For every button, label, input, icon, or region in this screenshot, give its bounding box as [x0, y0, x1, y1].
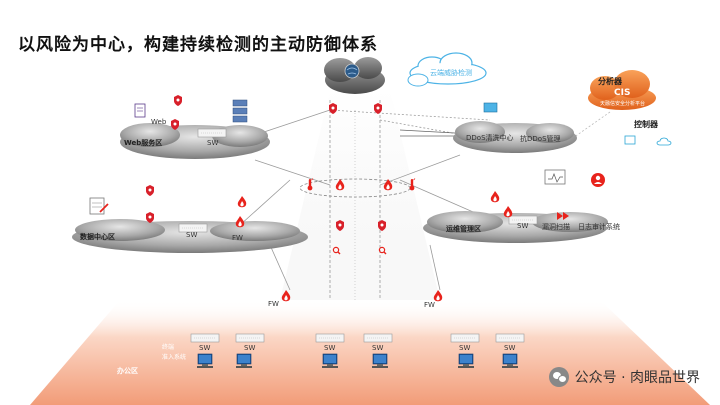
- datacenter-zone-cloud: [72, 219, 308, 253]
- ddos-center-label: DDoS清洗中心: [466, 134, 514, 142]
- ddos-device-icon: [483, 102, 498, 113]
- sw-label: SW: [324, 344, 336, 352]
- sw-label: SW: [207, 139, 219, 147]
- shield-icon: [146, 185, 154, 196]
- log-audit-label: 日志审计系统: [578, 223, 620, 231]
- zone-ops: 运维管理区: [446, 225, 481, 233]
- internet-cloud: [324, 57, 385, 94]
- wechat-icon: [548, 367, 569, 387]
- zone-office: 办公区: [117, 367, 138, 375]
- fw-icon: [237, 196, 247, 208]
- user-alert-icon: [591, 173, 605, 187]
- monitor-pulse-icon: [544, 169, 566, 185]
- controller-icons: [624, 135, 672, 146]
- fw-label: FW: [424, 301, 435, 309]
- fw-icon: [235, 216, 245, 228]
- analyzer-label: 分析器: [598, 77, 622, 86]
- web-label: Web: [151, 118, 167, 126]
- ops-zone-cloud: [423, 211, 608, 243]
- sw-label: SW: [504, 344, 516, 352]
- web-switch: [197, 128, 227, 138]
- zone-data-center: 数据中心区: [80, 233, 115, 241]
- sw-label: SW: [517, 222, 529, 230]
- vuln-scan-icon: [557, 212, 569, 220]
- edit-document-icon: [89, 197, 109, 215]
- terminal2-label: 准入系统: [162, 354, 187, 361]
- document-icon: [134, 103, 146, 118]
- fw-label: FW: [232, 234, 243, 242]
- zone-web: Web服务区: [124, 139, 163, 147]
- sw-label: SW: [199, 344, 211, 352]
- ddos-zone-cloud: [453, 121, 577, 153]
- watermark-text: 公众号 · 肉眼品世界: [574, 370, 700, 386]
- page-title: 以风险为中心，构建持续检测的主动防御体系: [18, 35, 378, 55]
- anti-ddos-label: 抗DDoS管理: [520, 135, 561, 143]
- watermark: 公众号 · 肉眼品世界: [548, 367, 700, 387]
- cis-label: CIS: [614, 88, 631, 98]
- sw-label: SW: [186, 231, 198, 239]
- cis-cloud: [588, 70, 656, 110]
- web-server-icon: [232, 99, 248, 123]
- shield-icon: [174, 95, 182, 106]
- fw-icon: [503, 206, 513, 218]
- sw-label: SW: [372, 344, 384, 352]
- sw-label: SW: [244, 344, 256, 352]
- cloud-platform-label: 云端威胁检测: [430, 69, 472, 77]
- controller-label: 控制器: [634, 120, 658, 129]
- fw-label: FW: [268, 300, 279, 308]
- cis-sub-label: 天融信安全分析平台: [600, 101, 646, 107]
- sw-label: SW: [459, 344, 471, 352]
- cloud-platform: [407, 52, 487, 87]
- office-floor: [30, 300, 710, 405]
- terminal-label: 终端: [162, 344, 175, 351]
- vuln-scan-label: 漏洞扫描: [542, 223, 570, 231]
- fw-icon: [490, 191, 500, 203]
